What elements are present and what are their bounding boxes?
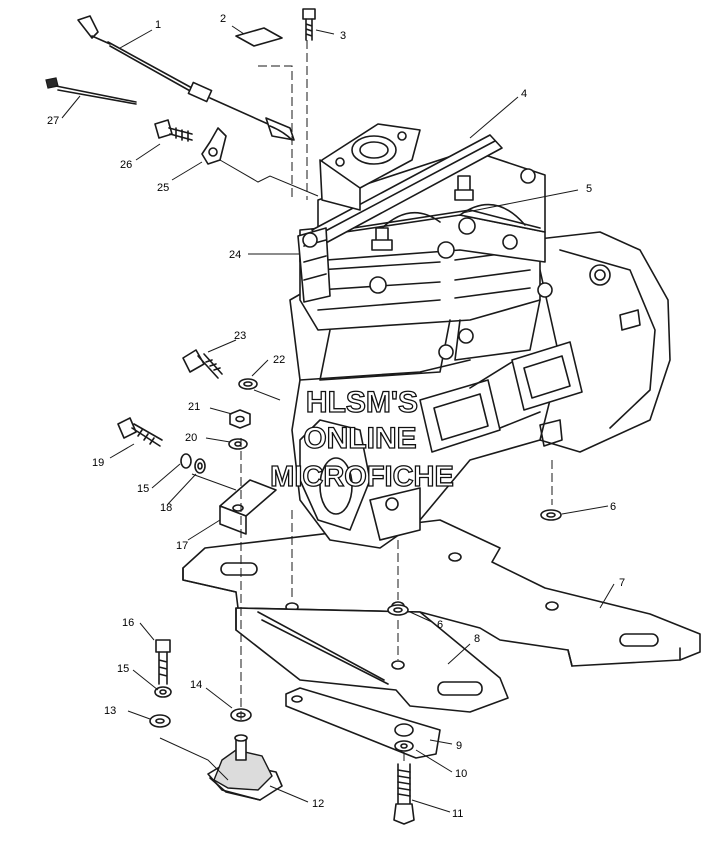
callout-22: 22 [273,354,285,366]
callout-18: 18 [160,502,172,514]
rod-27 [45,77,137,105]
rubber-mount-12 [207,734,283,801]
callout-14: 14 [190,679,202,691]
callout-2: 2 [220,13,226,25]
callout-6-lower: 6 [437,619,443,631]
callout-1: 1 [155,19,161,31]
callout-3: 3 [340,30,346,42]
callout-23: 23 [234,330,246,342]
callout-16: 16 [122,617,134,629]
washer-22 [238,378,258,390]
washers-15-18 [180,453,206,474]
callout-20: 20 [185,432,197,444]
callout-labels: 1 2 3 4 5 6 6 7 8 9 10 11 12 13 14 15 16… [47,13,625,820]
flat-washer-13 [149,714,171,728]
callout-25: 25 [157,182,169,194]
bolt-11 [393,763,415,825]
angle-bracket-17 [219,479,277,535]
watermark-line-3: MICROFICHE [270,461,454,493]
washer-6 [387,509,562,616]
callout-26: 26 [120,159,132,171]
callout-21: 21 [188,401,200,413]
lock-washer-15 [154,686,172,698]
bolt-26 [154,119,193,142]
watermark: HLSM'S ONLINE MICROFICHE [270,385,455,493]
callout-19: 19 [92,457,104,469]
callout-10: 10 [455,768,467,780]
callout-17: 17 [176,540,188,552]
watermark-line-1: HLSM'S [306,386,418,419]
callout-6-upper: 6 [610,501,616,513]
engine-block [289,123,671,549]
callout-15-lower: 15 [117,663,129,675]
cable-bracket-25 [201,127,227,165]
callout-leaders [61,25,615,813]
mounting-bracket [235,607,509,713]
callout-12: 12 [312,798,324,810]
callout-9: 9 [456,740,462,752]
callout-5: 5 [586,183,592,195]
bolt-19 [117,417,163,447]
nut-21 [229,409,251,429]
callout-7: 7 [619,577,625,589]
decal [235,27,283,47]
washer-10 [394,740,414,752]
callout-11: 11 [452,808,463,820]
bolt-23 [182,349,223,379]
watermark-line-2: ONLINE [303,422,416,455]
washer-20 [228,438,248,450]
assembly-lines [159,40,553,781]
callout-27: 27 [47,115,59,127]
bolt-16 [155,639,171,685]
callout-15-upper: 15 [137,483,149,495]
throttle-cable [77,15,295,141]
callout-13: 13 [104,705,116,717]
callout-24: 24 [229,249,241,261]
screw-3 [302,8,316,41]
callout-8: 8 [474,633,480,645]
callout-4: 4 [521,88,527,100]
